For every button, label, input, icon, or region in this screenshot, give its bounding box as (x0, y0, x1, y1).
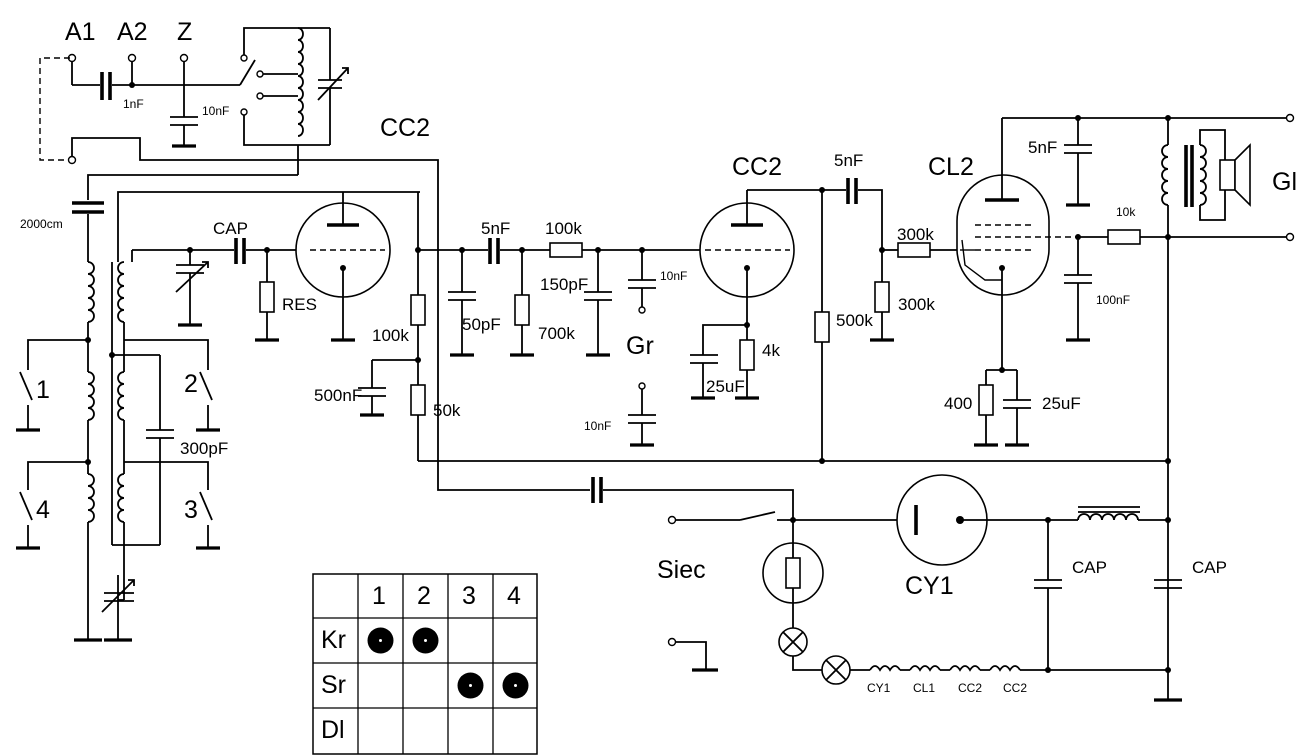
terminal-label-a2: A2 (117, 18, 148, 46)
power-supply: Siec CY1 CL1 CC2 CC2 CY1 (591, 474, 1227, 702)
switch-label-1: 1 (36, 376, 50, 404)
label-10k: 10k (1116, 205, 1136, 219)
table-marks (367, 627, 529, 699)
label-500k: 500k (836, 311, 873, 330)
table-row-label-kr: Kr (321, 626, 346, 654)
interstage: 5nF 50pF 100k 700k 150pF 10nF Gr (418, 219, 705, 447)
table-mark-center (514, 684, 517, 687)
label-100k-b: 100k (545, 219, 582, 238)
table-mark-center (469, 684, 472, 687)
label-10nf-gr-top: 10nF (660, 269, 687, 283)
table-col-4: 4 (507, 582, 521, 610)
label-siec: Siec (657, 556, 706, 584)
table-mark-center (379, 639, 382, 642)
heater-label-cl1: CL1 (913, 681, 935, 695)
label-300k-b: 300k (898, 295, 935, 314)
label-300pf: 300pF (180, 439, 228, 458)
input-coils: 2000cm 300pF (16, 174, 420, 642)
tube-3 (956, 174, 1050, 296)
label-10nf-gr-bottom: 10nF (584, 419, 611, 433)
band-switch-table: 1 2 3 4 Kr Sr Dl (312, 573, 538, 755)
table-mark-center (424, 639, 427, 642)
label-5nf-a: 5nF (481, 219, 510, 238)
dashed-link (39, 57, 70, 161)
label-5nf-c: 5nF (1028, 138, 1057, 157)
table-row-label-sr: Sr (321, 671, 346, 699)
label-gr: Gr (626, 332, 654, 360)
label-cap-filter-a: CAP (1072, 558, 1107, 577)
label-300k-a: 300k (897, 225, 934, 244)
label-400: 400 (944, 394, 972, 413)
table-col-3: 3 (462, 582, 476, 610)
label-2000cm: 2000cm (20, 217, 63, 231)
terminal-z (179, 53, 189, 63)
switch-label-4: 4 (36, 496, 50, 524)
tube-label-rectifier: CY1 (905, 572, 954, 600)
detector-stage: CAP RES CC2 100k 500nF 50k (175, 114, 1168, 462)
label-25uf-b: 25uF (1042, 394, 1081, 413)
tube-label-3: CL2 (928, 153, 974, 181)
antenna-section: A1 A2 Z 1nF 10nF (39, 18, 590, 491)
switch-label-2: 2 (184, 370, 198, 398)
switch-label-3: 3 (184, 496, 198, 524)
heater-label-cc2-b: CC2 (1003, 681, 1027, 695)
label-500nf: 500nF (314, 386, 362, 405)
output-stage: CL2 400 25uF 10k 100nF (928, 113, 1297, 700)
label-cap-grid: CAP (213, 219, 248, 238)
heater-label-cy1: CY1 (867, 681, 891, 695)
label-700k: 700k (538, 324, 575, 343)
terminal-label-z: Z (177, 18, 192, 46)
label-res: RES (282, 295, 317, 314)
terminal-label-a1: A1 (65, 18, 96, 46)
tube-label-2: CC2 (732, 153, 782, 181)
label-10nf-ant: 10nF (202, 104, 229, 118)
label-4k: 4k (762, 341, 780, 360)
amplifier-stage: CC2 25uF 4k 500k 5nF 300k (690, 151, 975, 464)
table-col-1: 1 (372, 582, 386, 610)
table-row-label-dl: Dl (321, 716, 345, 744)
speaker-icon (1219, 159, 1236, 191)
tube-label-1: CC2 (380, 114, 430, 142)
label-1nf: 1nF (123, 97, 144, 111)
label-output: Gl (1272, 168, 1297, 196)
label-5nf-b: 5nF (834, 151, 863, 170)
label-50pf: 50pF (462, 315, 501, 334)
label-100nf: 100nF (1096, 293, 1130, 307)
terminal-a2 (127, 53, 137, 63)
label-50k: 50k (433, 401, 461, 420)
label-100k-a: 100k (372, 326, 409, 345)
table-col-2: 2 (417, 582, 431, 610)
label-cap-filter-b: CAP (1192, 558, 1227, 577)
heater-label-cc2-a: CC2 (958, 681, 982, 695)
label-150pf: 150pF (540, 275, 588, 294)
label-25uf-a: 25uF (706, 377, 745, 396)
